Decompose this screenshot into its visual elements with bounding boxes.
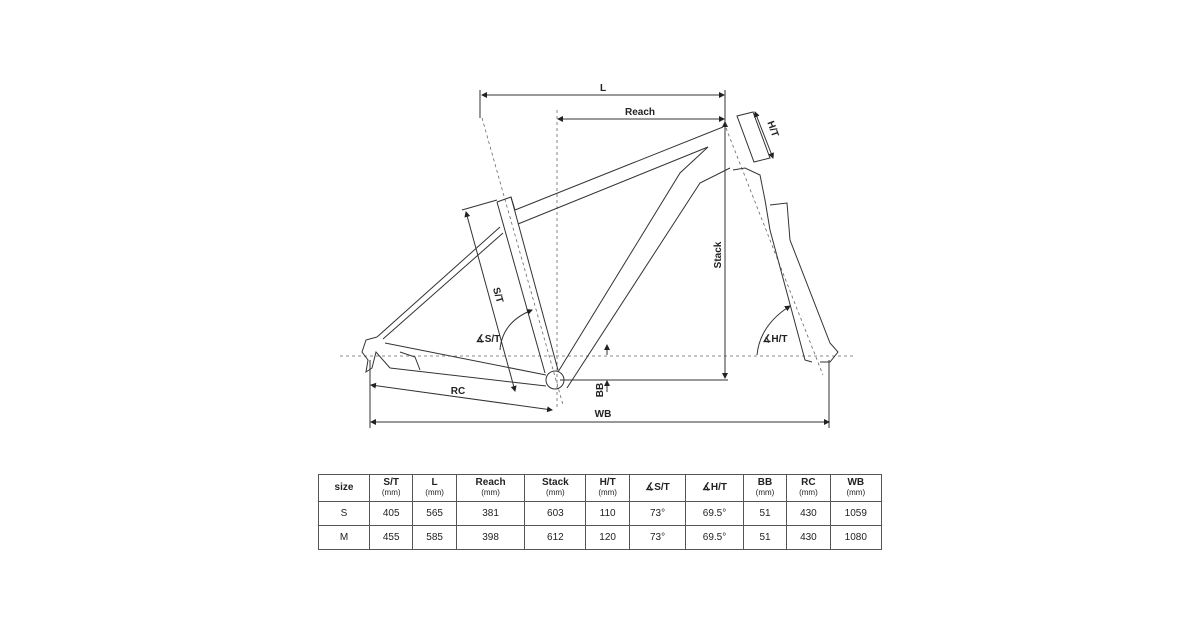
table-cell: 398 — [455, 525, 526, 550]
stack-label: Stack — [713, 241, 724, 268]
column-header-label: WB — [847, 477, 865, 488]
rc-dimension — [370, 382, 553, 413]
table-cell: 73° — [628, 501, 687, 526]
table-cell: 585 — [412, 525, 457, 550]
column-header-unit: (mm) — [755, 488, 775, 497]
bike-frame — [361, 111, 839, 390]
column-header-label: RC — [801, 477, 816, 488]
column-header-label: size — [334, 482, 354, 493]
bb-label: BB — [595, 383, 606, 397]
column-header-label: ∡S/T — [645, 482, 670, 493]
ht-angle-label: ∡H/T — [762, 334, 787, 345]
seat-tube-axis — [481, 117, 564, 406]
column-header-unit: (mm) — [425, 488, 444, 497]
rc-label: RC — [451, 386, 465, 397]
table-cell: M — [318, 525, 370, 550]
column-header-unit: (mm) — [546, 488, 565, 497]
table-cell: 69.5° — [685, 501, 744, 526]
column-header-label: Reach — [475, 477, 506, 488]
table-cell: 405 — [368, 501, 414, 526]
column-header-label: BB — [757, 477, 773, 488]
column-header: ∡H/T — [685, 474, 744, 502]
column-header: size — [318, 474, 370, 502]
column-header: H/T(mm) — [585, 474, 630, 502]
table-cell: 120 — [585, 525, 630, 550]
st-dimension — [464, 211, 517, 392]
column-header-unit: (mm) — [481, 488, 500, 497]
column-header: ∡S/T — [628, 474, 687, 502]
table-cell: 430 — [786, 501, 831, 526]
reach-label: Reach — [625, 107, 655, 118]
column-header-unit: (mm) — [598, 488, 617, 497]
ht-angle-arc — [756, 305, 791, 356]
ht-dimension — [754, 111, 774, 159]
column-header-label: S/T — [383, 477, 399, 488]
column-header: Reach(mm) — [455, 474, 526, 502]
ht-label: H/T — [764, 120, 780, 139]
column-header: L(mm) — [412, 474, 457, 502]
wb-label: WB — [595, 409, 612, 420]
table-cell: 603 — [524, 501, 587, 526]
column-header: Stack(mm) — [524, 474, 587, 502]
column-header-label: ∡H/T — [701, 482, 728, 493]
column-header-label: H/T — [599, 477, 616, 488]
column-header: RC(mm) — [786, 474, 831, 502]
table-cell: 51 — [742, 501, 788, 526]
table-cell: 69.5° — [685, 525, 744, 550]
table-cell: 110 — [585, 501, 630, 526]
column-header-unit: (mm) — [381, 488, 401, 497]
table-cell: 73° — [628, 525, 687, 550]
st-label: S/T — [490, 286, 505, 304]
table-cell: 381 — [455, 501, 526, 526]
l-label: L — [600, 83, 606, 94]
table-cell: 565 — [412, 501, 457, 526]
table-cell: 1080 — [829, 525, 883, 550]
frame-geometry-diagram: L Reach H/T Stack S/T ∡S/T ∡H/T BB RC WB — [340, 83, 855, 428]
table-cell: 455 — [368, 525, 414, 550]
column-header-unit: (mm) — [799, 488, 818, 497]
table-cell: 430 — [786, 525, 831, 550]
column-header-unit: (mm) — [846, 488, 866, 497]
column-header: WB(mm) — [829, 474, 883, 502]
table-cell: S — [318, 501, 370, 526]
column-header: S/T(mm) — [368, 474, 414, 502]
st-angle-arc — [499, 309, 533, 351]
table-cell: 1059 — [829, 501, 883, 526]
column-header: BB(mm) — [742, 474, 788, 502]
column-header-label: L — [431, 477, 438, 488]
column-header-label: Stack — [542, 477, 569, 488]
st-angle-label: ∡S/T — [476, 334, 501, 345]
table-cell: 51 — [742, 525, 788, 550]
head-tube-axis — [725, 127, 824, 376]
table-cell: 612 — [524, 525, 587, 550]
